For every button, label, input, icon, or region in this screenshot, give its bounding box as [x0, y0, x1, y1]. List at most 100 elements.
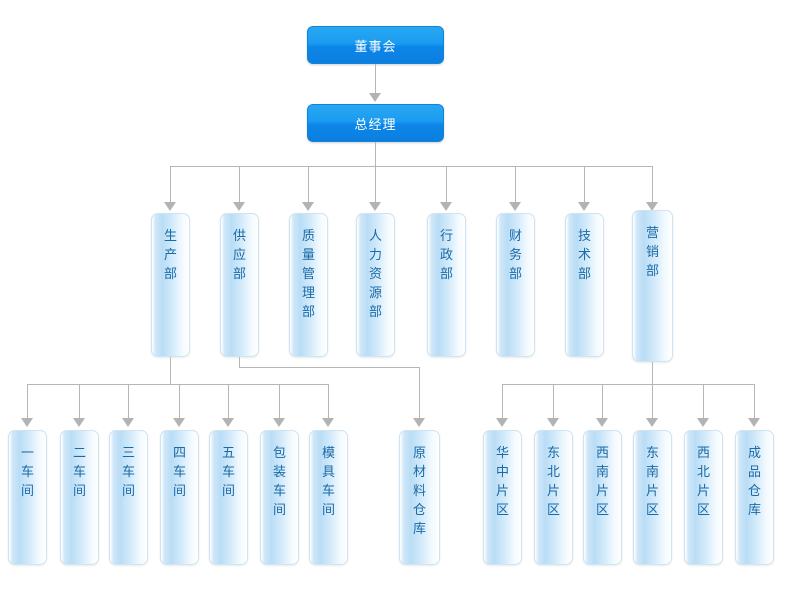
node-department-0[interactable]: 生产部 [151, 213, 190, 357]
node-department-4-label: 行政部 [439, 228, 453, 281]
node-marketing-unit-3-label: 东南片区 [645, 445, 659, 517]
connector-drop-workshop-6 [328, 384, 329, 419]
connector-drop-dept-1 [239, 166, 240, 203]
connector-supply-stem [239, 357, 240, 367]
arrow-region-5 [748, 418, 760, 427]
node-department-0-textwrap: 生产部 [152, 226, 189, 283]
node-production-unit-6-textwrap: 模具车间 [310, 443, 347, 519]
arrow-region-2 [596, 418, 608, 427]
node-department-4[interactable]: 行政部 [427, 213, 466, 357]
arrow-workshop-3 [173, 418, 185, 427]
node-production-unit-5[interactable]: 包装车间 [260, 430, 299, 565]
connector-drop-region-4 [703, 384, 704, 419]
connector-drop-region-1 [553, 384, 554, 419]
node-production-unit-2-textwrap: 三车间 [110, 443, 147, 500]
node-production-unit-0-textwrap: 一车间 [9, 443, 46, 500]
arrow-region-4 [697, 418, 709, 427]
connector-drop-workshop-3 [179, 384, 180, 419]
connector-drop-workshop-1 [79, 384, 80, 419]
node-marketing-unit-1[interactable]: 东北片区 [534, 430, 573, 565]
node-marketing-unit-0[interactable]: 华中片区 [483, 430, 522, 565]
node-department-5-label: 财务部 [508, 228, 522, 281]
node-department-1-textwrap: 供应部 [221, 226, 258, 283]
node-department-7-textwrap: 营销部 [633, 223, 672, 280]
node-marketing-unit-2-label: 西南片区 [595, 445, 609, 517]
node-production-unit-0[interactable]: 一车间 [8, 430, 47, 565]
node-department-3[interactable]: 人力资源部 [356, 213, 395, 357]
node-marketing-unit-3[interactable]: 东南片区 [633, 430, 672, 565]
arrow-region-1 [547, 418, 559, 427]
node-marketing-unit-5-textwrap: 成品仓库 [736, 443, 773, 519]
connector-drop-workshop-4 [228, 384, 229, 419]
connector-supply-elbow [239, 367, 419, 368]
connector-drop-region-3 [652, 384, 653, 419]
node-department-2-label: 质量管理部 [301, 228, 315, 319]
node-production-unit-2[interactable]: 三车间 [109, 430, 148, 565]
connector-production-stem [170, 357, 171, 384]
node-production-unit-6-label: 模具车间 [321, 445, 335, 517]
connector-drop-region-0 [502, 384, 503, 419]
node-production-unit-1-textwrap: 二车间 [61, 443, 98, 500]
connector-marketing-bus [502, 384, 754, 385]
arrow-region-3 [646, 418, 658, 427]
node-marketing-unit-1-textwrap: 东北片区 [535, 443, 572, 519]
node-marketing-unit-5[interactable]: 成品仓库 [735, 430, 774, 565]
node-marketing-unit-2[interactable]: 西南片区 [583, 430, 622, 565]
arrow-workshop-5 [273, 418, 285, 427]
node-production-unit-1-label: 二车间 [72, 445, 86, 498]
node-marketing-unit-2-textwrap: 西南片区 [584, 443, 621, 519]
node-department-2[interactable]: 质量管理部 [289, 213, 328, 357]
node-department-1[interactable]: 供应部 [220, 213, 259, 357]
node-marketing-unit-3-textwrap: 东南片区 [634, 443, 671, 519]
arrow-dept-2 [302, 202, 314, 211]
node-department-6-label: 技术部 [577, 228, 591, 281]
node-supply-unit-0-label: 原材料仓库 [412, 445, 426, 536]
arrow-dept-6 [578, 202, 590, 211]
connector-drop-dept-2 [308, 166, 309, 203]
connector-drop-workshop-2 [128, 384, 129, 419]
connector-department-bus [170, 166, 652, 167]
node-production-unit-2-label: 三车间 [121, 445, 135, 498]
node-supply-unit-0-textwrap: 原材料仓库 [400, 443, 439, 538]
node-department-7-label: 营销部 [645, 225, 659, 278]
node-department-0-label: 生产部 [163, 228, 177, 281]
node-production-unit-1[interactable]: 二车间 [60, 430, 99, 565]
node-supply-unit-0[interactable]: 原材料仓库 [399, 430, 440, 565]
arrow-workshop-4 [222, 418, 234, 427]
arrow-supply-unit-0 [413, 418, 425, 427]
node-department-4-textwrap: 行政部 [428, 226, 465, 283]
node-marketing-unit-1-label: 东北片区 [546, 445, 560, 517]
connector-production-bus-right [287, 384, 329, 385]
node-department-6-textwrap: 技术部 [566, 226, 603, 283]
arrow-dept-4 [440, 202, 452, 211]
connector-drop-dept-6 [584, 166, 585, 203]
arrow-workshop-1 [73, 418, 85, 427]
node-department-1-label: 供应部 [232, 228, 246, 281]
connector-marketing-stem [652, 362, 653, 384]
arrow-dept-1 [233, 202, 245, 211]
node-board-label: 董事会 [354, 38, 397, 54]
node-department-3-textwrap: 人力资源部 [357, 226, 394, 321]
node-marketing-unit-5-label: 成品仓库 [747, 445, 761, 517]
node-production-unit-4-label: 五车间 [221, 445, 235, 498]
arrow-workshop-6 [322, 418, 334, 427]
node-production-unit-3-label: 四车间 [172, 445, 186, 498]
node-department-6[interactable]: 技术部 [565, 213, 604, 357]
node-marketing-unit-4-label: 西北片区 [696, 445, 710, 517]
node-production-unit-5-textwrap: 包装车间 [261, 443, 298, 519]
connector-drop-dept-3 [375, 166, 376, 203]
node-production-unit-3[interactable]: 四车间 [160, 430, 199, 565]
node-production-unit-4[interactable]: 五车间 [209, 430, 248, 565]
node-department-7[interactable]: 营销部 [632, 210, 673, 362]
node-general-manager[interactable]: 总经理 [307, 104, 444, 142]
connector-gm-stem [375, 142, 376, 166]
node-board[interactable]: 董事会 [307, 26, 444, 64]
arrow-region-0 [496, 418, 508, 427]
node-production-unit-6[interactable]: 模具车间 [309, 430, 348, 565]
connector-drop-region-5 [754, 384, 755, 419]
node-marketing-unit-4[interactable]: 西北片区 [684, 430, 723, 565]
connector-drop-workshop-0 [27, 384, 28, 419]
node-department-5[interactable]: 财务部 [496, 213, 535, 357]
connector-production-bus [27, 384, 287, 385]
